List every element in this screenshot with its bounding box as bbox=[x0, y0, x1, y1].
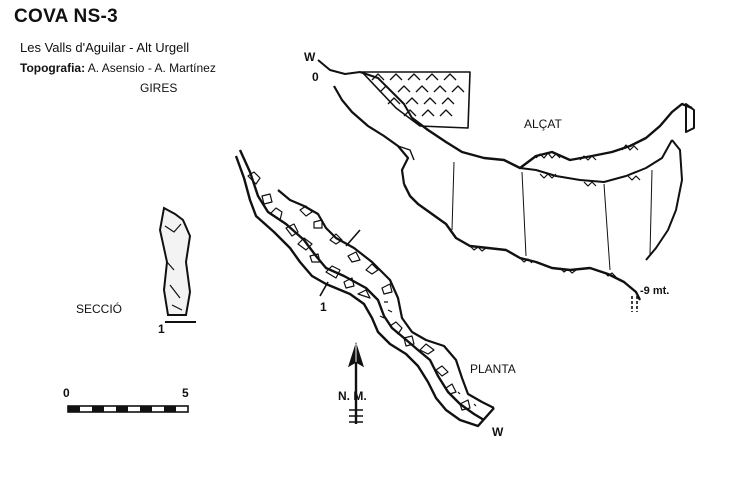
cave-title: COVA NS-3 bbox=[14, 6, 119, 27]
topography-authors: A. Asensio - A. Martínez bbox=[87, 61, 216, 75]
elevation-drawing bbox=[317, 59, 695, 312]
west-marker-bottom: W bbox=[492, 425, 504, 439]
zero-marker: 0 bbox=[312, 70, 319, 84]
plan-view-label: PLANTA bbox=[470, 362, 516, 376]
plan-boulders bbox=[247, 171, 477, 413]
group-label: GIRES bbox=[140, 81, 178, 95]
terrain-hatch bbox=[371, 73, 465, 117]
north-label: N. M. bbox=[338, 389, 367, 403]
section-one-label: 1 bbox=[158, 322, 165, 336]
north-arrow bbox=[347, 342, 365, 424]
section-drawing bbox=[158, 206, 196, 323]
depth-marker: -9 mt. bbox=[640, 285, 670, 297]
plan-section-one-label: 1 bbox=[320, 300, 327, 314]
topography-credit: Topografia: A. Asensio - A. Martínez bbox=[20, 61, 216, 75]
scale-max-label: 5 bbox=[182, 386, 189, 400]
west-marker-top: W bbox=[304, 50, 316, 64]
scale-min-label: 0 bbox=[63, 386, 70, 400]
elevation-view-label: ALÇAT bbox=[524, 117, 562, 131]
plan-drawing bbox=[234, 149, 495, 428]
section-view-label: SECCIÓ bbox=[76, 302, 123, 316]
topography-label: Topografia: bbox=[20, 61, 86, 75]
location-label: Les Valls d'Aguilar - Alt Urgell bbox=[20, 40, 190, 55]
scale-bar bbox=[67, 405, 189, 413]
